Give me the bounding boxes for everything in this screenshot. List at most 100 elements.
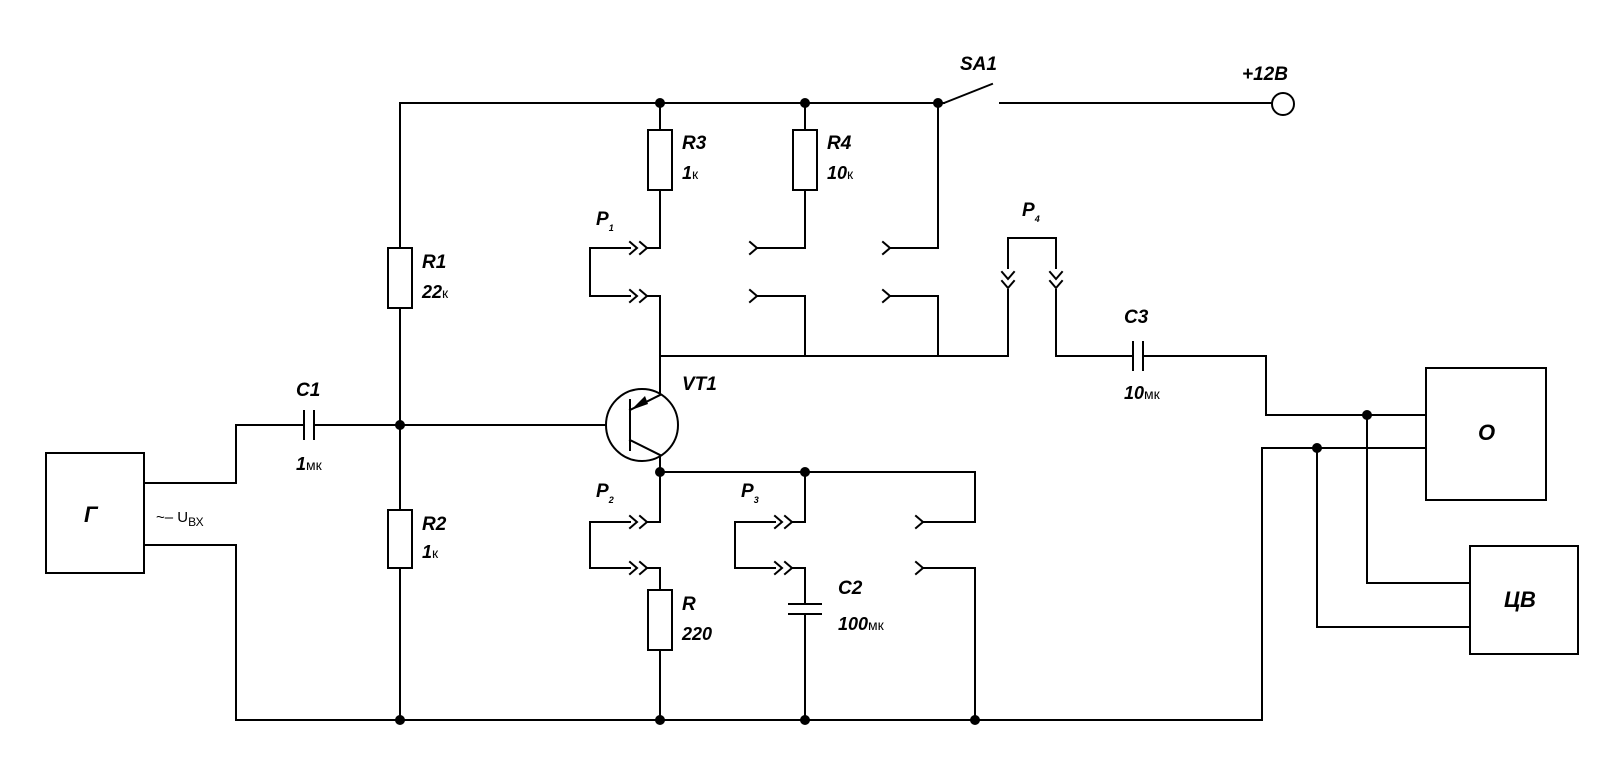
junction-dot — [800, 715, 810, 725]
resistor-r-value: 220 — [681, 624, 712, 644]
resistor-r1-unit: к — [442, 285, 449, 301]
capacitor-c1-value: 1мк — [296, 454, 323, 474]
resistor-r3-body — [647, 129, 673, 191]
junction-dot — [1362, 410, 1372, 420]
p3-index: 3 — [754, 495, 759, 505]
ground-rail — [143, 447, 1263, 721]
supply-terminal: +12В — [1242, 64, 1295, 116]
capacitor-c2-value: 100мк — [838, 614, 885, 634]
resistor-r4-unit: к — [847, 166, 854, 182]
p1-letter: P — [596, 209, 609, 230]
resistor-r4-body — [792, 129, 818, 191]
connector-labels: P1 P2 P3 P4 — [596, 200, 1040, 505]
resistor-r4-name: R4 — [827, 133, 852, 154]
oscilloscope-label: О — [1478, 420, 1495, 445]
switch-sa1-label: SA1 — [960, 54, 997, 75]
digital-voltmeter-label: ЦВ — [1504, 587, 1536, 612]
junction-dot — [800, 467, 810, 477]
junction-dot — [395, 420, 405, 430]
connector-contacts — [628, 240, 1064, 576]
supply-label: +12В — [1242, 64, 1288, 85]
transistor-vt1: VT1 — [605, 374, 717, 462]
digital-voltmeter: ЦВ — [1469, 545, 1579, 655]
resistor-r2-number: 1 — [422, 542, 432, 562]
capacitor-c1-unit: мк — [306, 457, 323, 473]
resistor-r1: R1 22к — [387, 247, 449, 309]
switch-sa1: SA1 — [942, 54, 997, 105]
emitter-to-p3 — [792, 471, 806, 523]
resistor-r: R 220 — [647, 589, 712, 651]
junction-dot — [800, 98, 810, 108]
p4-letter: P — [1022, 200, 1035, 221]
p1-label: P1 — [596, 209, 614, 233]
capacitor-c2: C2 100мк — [788, 578, 885, 634]
transistor-vt1-name: VT1 — [682, 374, 717, 395]
p2-index: 2 — [608, 495, 614, 505]
junction-dot — [933, 98, 943, 108]
capacitor-c2-number: 100 — [838, 614, 868, 634]
p3-contact-lower — [773, 560, 794, 576]
capacitor-c3-name: C3 — [1124, 307, 1149, 328]
resistor-r4-value: 10к — [827, 163, 854, 183]
resistor-r3-value: 1к — [682, 163, 699, 183]
resistor-r4-number: 10 — [827, 163, 847, 183]
c2-wire-top — [792, 567, 806, 605]
p3-label: P3 — [741, 481, 759, 505]
p1-index: 1 — [609, 223, 614, 233]
capacitor-c1-name: C1 — [296, 380, 320, 401]
bypass-open-contact-lower — [914, 560, 925, 576]
supply-terminal-icon — [1271, 92, 1295, 116]
emitter-to-p2 — [647, 471, 661, 523]
resistor-r2-body — [387, 509, 413, 569]
junction-dot — [655, 715, 665, 725]
resistor-r3-unit: к — [692, 166, 699, 182]
p1-contact-lower — [628, 288, 649, 304]
p3-loop — [734, 521, 776, 569]
capacitor-c2-unit: мк — [868, 617, 885, 633]
p4-contact-left — [1000, 270, 1016, 290]
p4-label: P4 — [1022, 200, 1040, 224]
ground-to-voltmeter — [1316, 447, 1471, 628]
resistor-r1-number: 22 — [421, 282, 442, 302]
transistor-vt1-emitter-lead — [628, 438, 662, 457]
generator-box — [45, 452, 145, 574]
c3-to-scope — [1142, 355, 1427, 416]
direct-wire-top — [889, 102, 939, 249]
p2-letter: P — [596, 481, 609, 502]
capacitor-c1: C1 1мк — [296, 380, 323, 474]
bypass-contact-lower — [922, 567, 976, 721]
resistor-r3-number: 1 — [682, 163, 692, 183]
p4-contact-right — [1048, 270, 1064, 290]
resistor-r1-value: 22к — [421, 282, 449, 302]
capacitor-c1-number: 1 — [296, 454, 306, 474]
r4-contact-lower — [756, 295, 806, 357]
p2-contact-upper — [628, 514, 649, 530]
resistor-r2-unit: к — [432, 545, 439, 561]
junction-dot — [1312, 443, 1322, 453]
resistor-r2: R2 1к — [387, 509, 447, 569]
generator-label: Г — [84, 502, 99, 527]
p4-bridge — [1007, 237, 1057, 269]
r4-wire-bottom — [756, 189, 806, 249]
emitter-node-bus — [659, 471, 976, 523]
p1-loop — [589, 247, 631, 297]
generator-output-subscript: ВХ — [188, 515, 203, 529]
capacitor-c3-number: 10 — [1124, 383, 1144, 403]
generator: Г ~– UВХ — [45, 452, 204, 574]
generator-output-label: ~– UВХ — [156, 509, 204, 529]
signal-to-voltmeter — [1366, 414, 1471, 584]
p2-contact-lower — [628, 560, 649, 576]
capacitor-c3-unit: мк — [1144, 386, 1161, 402]
junction-dot — [655, 467, 665, 477]
resistor-r2-name: R2 — [422, 514, 447, 535]
resistor-r-name: R — [682, 594, 696, 615]
r4-open-contact-upper — [748, 240, 759, 256]
bypass-open-contact-upper — [914, 514, 925, 530]
junction-dot — [970, 715, 980, 725]
p2-loop — [589, 521, 631, 569]
transistor-vt1-body — [605, 388, 679, 462]
oscilloscope-box — [1425, 367, 1547, 501]
capacitor-c3-value: 10мк — [1124, 383, 1161, 403]
wires — [143, 102, 1471, 721]
